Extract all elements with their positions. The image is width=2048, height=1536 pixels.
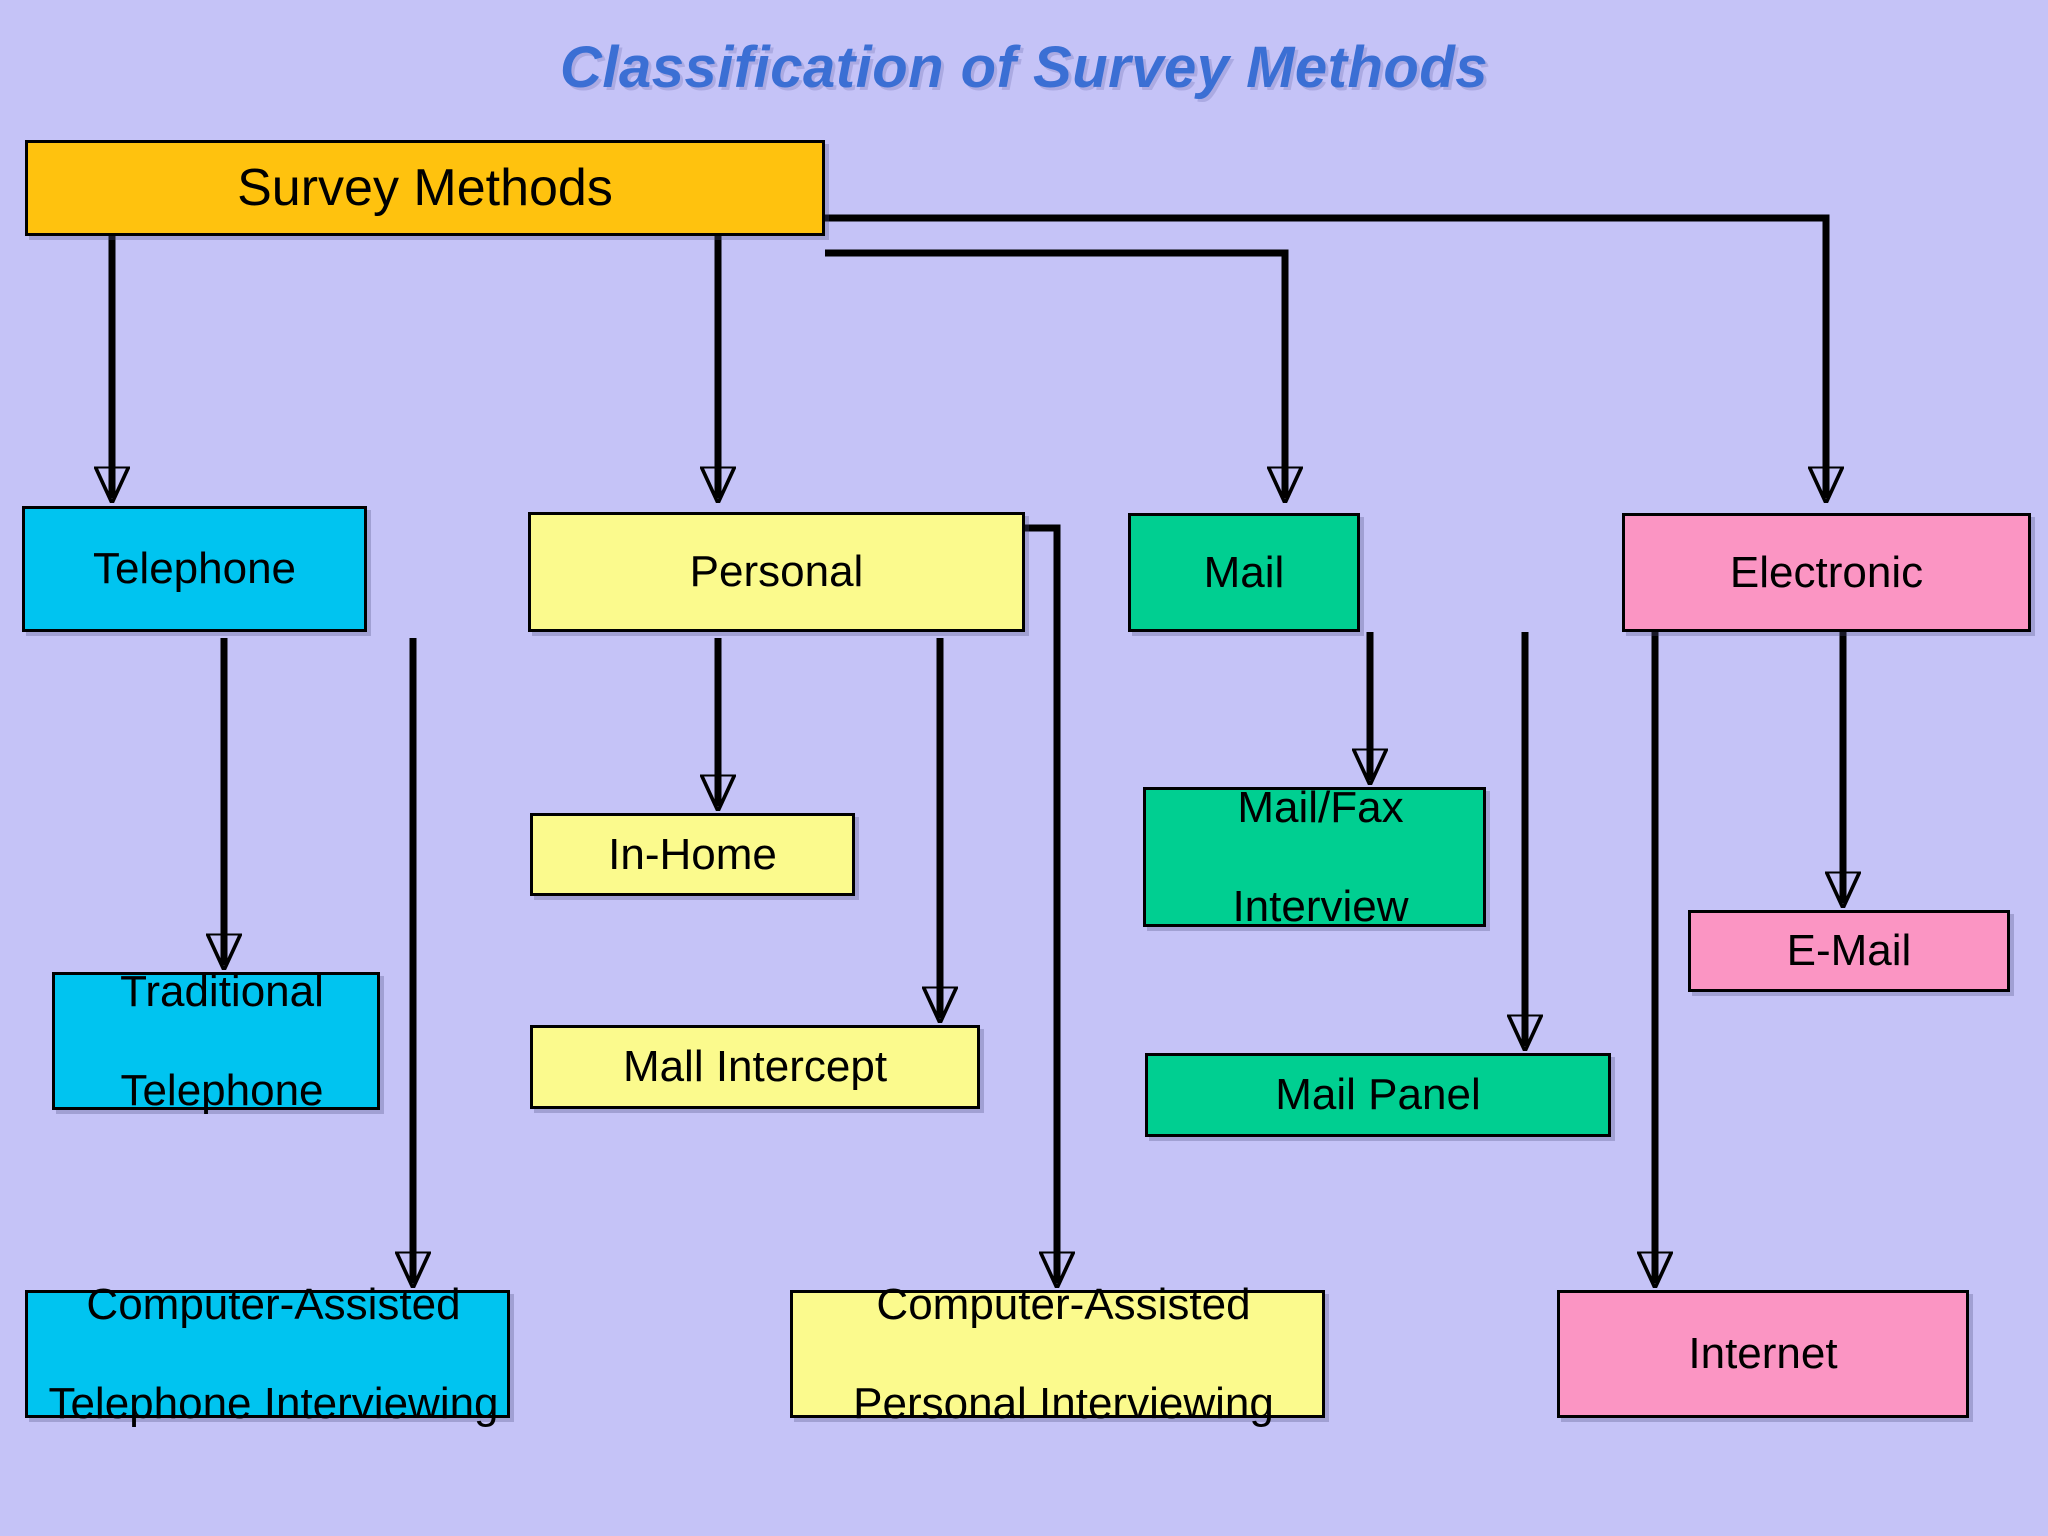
node-telephone-label: Telephone [92, 544, 297, 594]
node-traditional-telephone-line1: Traditional [120, 967, 324, 1017]
node-mail-fax-interview-line2: Interview [1232, 881, 1409, 931]
node-cati-line2: Telephone Interviewing [48, 1378, 499, 1428]
node-email-label: E-Mail [1786, 926, 1912, 976]
node-internet[interactable]: Internet [1557, 1290, 1969, 1418]
node-capi-line1: Computer-Assisted [876, 1280, 1251, 1330]
node-mall-intercept[interactable]: Mall Intercept [530, 1025, 980, 1109]
node-capi-line2: Personal Interviewing [853, 1378, 1274, 1428]
node-mail[interactable]: Mail [1128, 513, 1360, 632]
node-mail-label: Mail [1203, 547, 1285, 597]
page-title: Classification of Survey Methods [559, 35, 1489, 100]
node-in-home-label: In-Home [608, 829, 777, 879]
node-survey-methods-label: Survey Methods [237, 158, 613, 217]
node-personal[interactable]: Personal [528, 512, 1025, 632]
node-personal-label: Personal [689, 547, 864, 597]
connector-root-electronic [825, 214, 1826, 498]
node-mail-panel-label: Mail Panel [1275, 1070, 1481, 1120]
node-mall-intercept-label: Mall Intercept [622, 1042, 888, 1092]
node-telephone[interactable]: Telephone [22, 506, 367, 632]
node-electronic[interactable]: Electronic [1622, 513, 2031, 632]
connector-root-mail [825, 249, 1285, 498]
node-mail-fax-interview-line1: Mail/Fax [1237, 783, 1404, 833]
node-email[interactable]: E-Mail [1688, 910, 2010, 992]
node-mail-panel[interactable]: Mail Panel [1145, 1053, 1611, 1137]
node-survey-methods[interactable]: Survey Methods [25, 140, 825, 236]
connector-personal-capi [1025, 524, 1057, 1283]
node-internet-label: Internet [1688, 1329, 1838, 1379]
node-traditional-telephone-line2: Telephone [120, 1065, 324, 1115]
node-in-home[interactable]: In-Home [530, 813, 855, 896]
node-electronic-label: Electronic [1729, 547, 1924, 597]
node-cati-line1: Computer-Assisted [86, 1280, 461, 1330]
